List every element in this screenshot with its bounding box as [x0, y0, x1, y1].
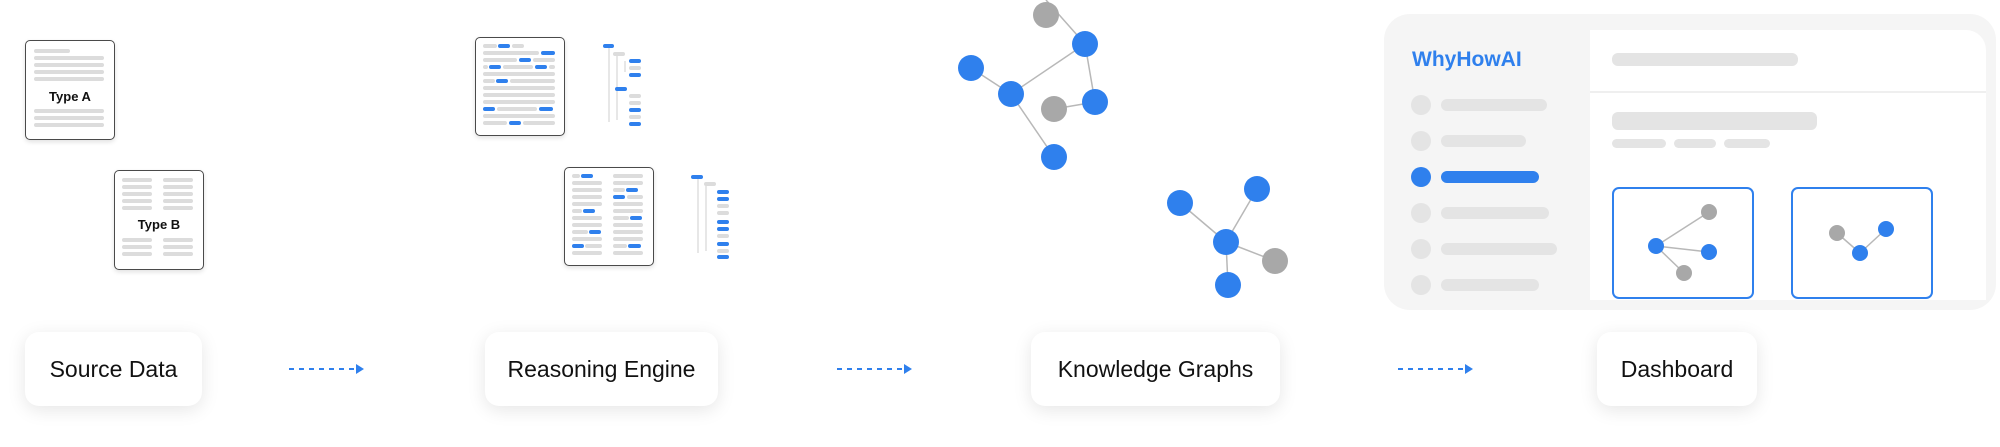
graph-node — [1215, 272, 1241, 298]
flow-arrow-1 — [289, 364, 364, 374]
sidebar-item[interactable] — [1441, 279, 1539, 291]
graph-card-2[interactable] — [1791, 187, 1933, 299]
dashboard-brand: WhyHowAI — [1412, 48, 1522, 71]
graph-node — [1072, 31, 1098, 57]
main-heading-placeholder — [1612, 112, 1817, 130]
sidebar-item-dot — [1411, 239, 1431, 259]
main-tag-placeholder — [1724, 139, 1770, 148]
dashboard-header-divider — [1590, 91, 1986, 93]
stage-dashboard: Dashboard — [1597, 332, 1757, 406]
document-type-b: Type B — [114, 170, 204, 270]
sidebar-item-dot-selected — [1411, 167, 1431, 187]
sidebar-item-dot — [1411, 203, 1431, 223]
stage-reasoning-engine: Reasoning Engine — [485, 332, 718, 406]
parsed-document-2 — [564, 167, 654, 266]
graph-card-1[interactable] — [1612, 187, 1754, 299]
sidebar-item-dot — [1411, 131, 1431, 151]
sidebar-item-dot — [1411, 95, 1431, 115]
sidebar-item[interactable] — [1441, 207, 1549, 219]
stage-source-data: Source Data — [25, 332, 202, 406]
stage-knowledge-graphs: Knowledge Graphs — [1031, 332, 1280, 406]
sidebar-item[interactable] — [1441, 135, 1526, 147]
graph-node — [1041, 144, 1067, 170]
graph-card-2-preview — [1829, 221, 1894, 261]
document-type-b-label: Type B — [137, 217, 181, 232]
graph-node — [1041, 96, 1067, 122]
main-title-placeholder — [1612, 53, 1798, 66]
main-tag-placeholder — [1612, 139, 1666, 148]
main-tag-placeholder — [1674, 139, 1716, 148]
graph-node — [958, 55, 984, 81]
graph-node — [1213, 229, 1239, 255]
graph-node — [1082, 89, 1108, 115]
knowledge-graph-2 — [1167, 176, 1288, 298]
document-type-a-label: Type A — [49, 89, 91, 104]
knowledge-graph-1 — [958, 0, 1108, 170]
flow-arrow-3 — [1398, 364, 1473, 374]
graph-node — [998, 81, 1024, 107]
parsed-document-1 — [475, 37, 565, 136]
tree-structure-1 — [603, 44, 641, 126]
graph-node — [1262, 248, 1288, 274]
flow-arrow-2 — [837, 364, 912, 374]
sidebar-item[interactable] — [1441, 243, 1557, 255]
document-type-a: Type A — [25, 40, 115, 140]
sidebar-item-selected[interactable] — [1441, 171, 1539, 183]
sidebar-item[interactable] — [1441, 99, 1547, 111]
graph-edge — [1010, 43, 1086, 95]
sidebar-item-dot — [1411, 275, 1431, 295]
graph-node — [1244, 176, 1270, 202]
graph-node — [1033, 2, 1059, 28]
graph-card-1-preview — [1648, 204, 1717, 281]
graph-node — [1167, 190, 1193, 216]
tree-structure-2 — [691, 175, 729, 259]
